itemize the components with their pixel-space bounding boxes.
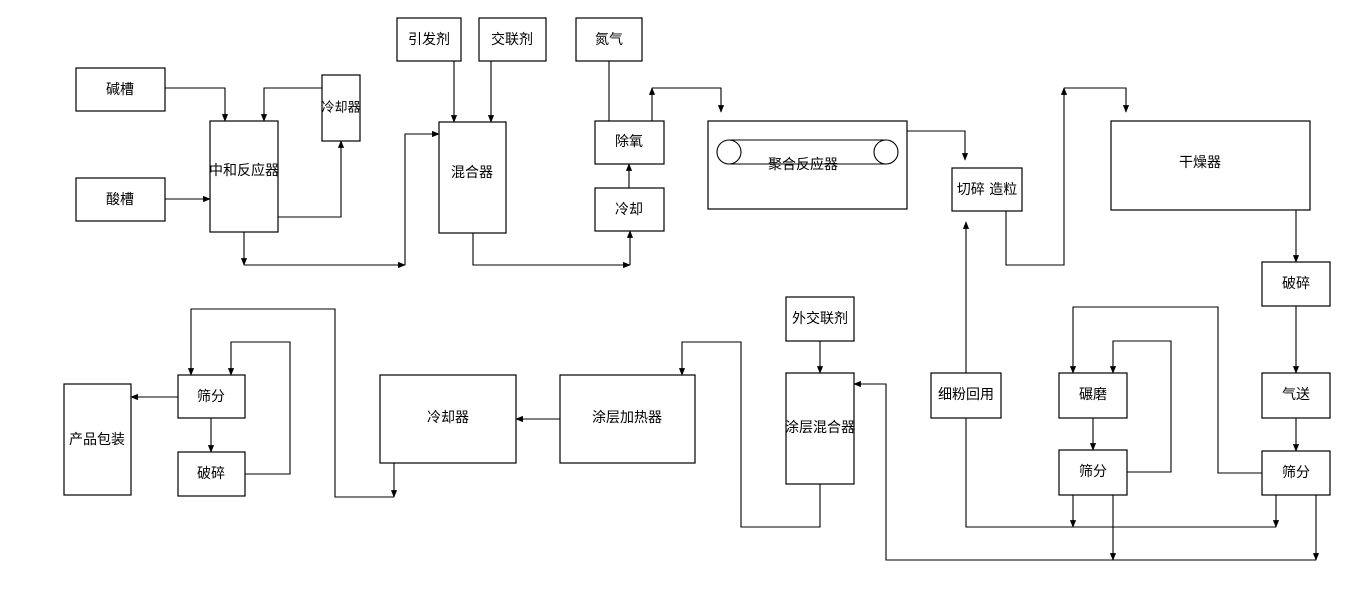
crosslinker-label: 交联剂 <box>491 31 533 48</box>
sieve-1-label: 筛分 <box>1282 465 1310 481</box>
external-crosslinker-box: 外交联剂 <box>785 296 855 342</box>
coating-heater-label: 涂层加热器 <box>592 410 662 426</box>
flow-cooler-to-neutralizer <box>260 87 322 122</box>
flow-sieve-to-grinding <box>1069 306 1262 474</box>
coating-heater-box: 涂层加热器 <box>559 374 696 464</box>
cooling-label: 冷却 <box>615 202 643 218</box>
neutralizer-label: 中和反应器 <box>209 162 279 179</box>
flow-to-sieve3 <box>187 308 394 498</box>
flow-granulate-riser <box>1005 87 1068 266</box>
nitrogen-box: 氮气 <box>575 17 643 62</box>
sieve-3-box: 筛分 <box>177 374 246 419</box>
conveyor-belt <box>716 139 899 165</box>
sieve-1-box: 筛分 <box>1261 450 1331 496</box>
external-crosslinker-label: 外交联剂 <box>792 310 848 327</box>
flow-neutralizer-to-cooler <box>278 140 345 218</box>
initiator-label: 引发剂 <box>408 32 450 48</box>
neutralizer-box: 中和反应器 <box>209 120 279 233</box>
flow-to-dryer <box>1064 87 1130 113</box>
coating-mixer-box: 涂层混合器 <box>785 372 855 485</box>
sieve-3-label: 筛分 <box>197 389 225 405</box>
cooler-2-box: 冷却器 <box>379 374 517 464</box>
crusher-2-label: 破碎 <box>197 466 225 482</box>
crusher-2-box: 破碎 <box>177 451 246 497</box>
coating-mixer-label: 涂层混合器 <box>785 420 855 436</box>
deoxygenation-label: 除氧 <box>615 134 643 150</box>
initiator-box: 引发剂 <box>396 17 462 62</box>
flow-alkali-to-neutralizer <box>165 87 229 122</box>
flow-mixer-to-heater <box>678 341 821 528</box>
flow-fines-collect <box>965 418 1276 528</box>
grinding-label: 碾磨 <box>1079 387 1107 403</box>
alkali-tank-box: 碱槽 <box>75 67 166 112</box>
flow-to-reactor <box>652 87 725 113</box>
fines-recycle-box: 细粉回用 <box>930 372 1002 419</box>
pneumatic-conveying-box: 气送 <box>1261 372 1331 419</box>
cut-granulate-box: 切碎 造粒 <box>951 167 1023 212</box>
crusher-1-box: 破碎 <box>1261 261 1331 307</box>
flow-reactor-to-granulate <box>907 130 969 161</box>
alkali-tank-label: 碱槽 <box>106 82 134 98</box>
cooling-box: 冷却 <box>594 187 665 232</box>
fines-recycle-label: 细粉回用 <box>938 387 994 403</box>
crusher-1-label: 破碎 <box>1282 276 1310 292</box>
flow-mixer-bottom <box>472 233 631 269</box>
acid-tank-box: 酸槽 <box>75 177 166 222</box>
nitrogen-label: 氮气 <box>595 32 623 48</box>
packaging-label: 产品包装 <box>69 432 125 448</box>
flow-riser-to-mixer <box>404 130 440 265</box>
grinding-box: 碾磨 <box>1058 372 1128 419</box>
cooler-1-box: 冷却器 <box>321 74 361 142</box>
cut-granulate-label: 切碎 造粒 <box>957 182 1017 198</box>
mixer-box: 混合器 <box>438 121 507 234</box>
sieve-2-label: 筛分 <box>1079 464 1107 480</box>
crosslinker-box: 交联剂 <box>478 17 547 62</box>
flow-sieve2-loop <box>1109 340 1172 473</box>
polymer-reactor-box: 聚合反应器 <box>707 120 908 210</box>
flow-to-coating-mixer <box>853 380 1316 561</box>
sieve-2-box: 筛分 <box>1058 449 1128 496</box>
acid-tank-label: 酸槽 <box>106 192 134 208</box>
mixer-label: 混合器 <box>451 165 493 181</box>
deoxygenation-box: 除氧 <box>594 120 665 165</box>
cooler-1-label: 冷却器 <box>321 101 360 116</box>
dryer-box: 干燥器 <box>1110 120 1311 211</box>
dryer-label: 干燥器 <box>1179 155 1221 171</box>
flow-lines <box>130 61 1320 561</box>
packaging-box: 产品包装 <box>63 383 132 496</box>
cooler-2-label: 冷却器 <box>427 410 469 426</box>
pneumatic-conveying-label: 气送 <box>1282 387 1310 403</box>
flow-crusher2-loop <box>227 341 291 475</box>
